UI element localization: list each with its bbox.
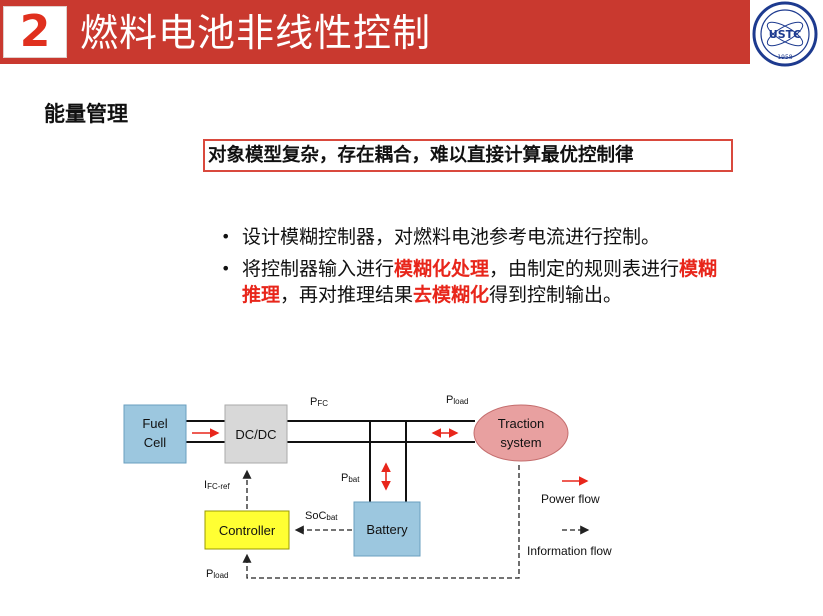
- callout-box: 对象模型复杂，存在耦合，难以直接计算最优控制律: [203, 139, 733, 172]
- highlight-fuzzy-inference: 模糊推理: [242, 258, 718, 306]
- controller-block: [204, 510, 290, 550]
- pload-feedback-label: Pload: [206, 568, 228, 580]
- battery-block: [353, 501, 421, 557]
- fuel-cell-block: [123, 404, 187, 464]
- pfc-label-sub: FC: [317, 399, 328, 408]
- pload-label-main: P: [446, 394, 453, 406]
- bullet-text: ，由制定的规则表进行: [489, 258, 680, 280]
- header-bar: [0, 0, 750, 64]
- bullet-item: • 设计模糊控制器，对燃料电池参考电流进行控制。: [218, 224, 758, 250]
- bullet-text: 将控制器输入进行: [242, 258, 395, 280]
- pload-label-sub: load: [453, 397, 468, 406]
- ifc-ref-label: IFC-ref: [204, 479, 231, 491]
- university-logo-icon: USTC 1958: [752, 1, 818, 67]
- pbat-label-main: P: [341, 472, 348, 484]
- pbat-label-sub: bat: [348, 475, 360, 484]
- pload2-label-main: P: [206, 568, 213, 580]
- legend-power-flow: Power flow: [541, 492, 600, 506]
- highlight-defuzzification: 去模糊化: [413, 284, 490, 306]
- legend-information-flow: Information flow: [527, 544, 612, 558]
- pfc-label: PFC: [310, 396, 328, 408]
- info-line-pload: [242, 465, 520, 579]
- bullet-text: 设计模糊控制器，对燃料电池参考电流进行控制。: [242, 226, 661, 248]
- pfc-label-main: P: [310, 396, 317, 408]
- highlight-fuzzification: 模糊化处理: [394, 258, 490, 280]
- logo-year: 1958: [777, 54, 792, 61]
- pbat-label: Pbat: [341, 472, 360, 484]
- ifc-label-sub: FC-ref: [207, 482, 230, 491]
- pload2-label-sub: load: [213, 571, 228, 580]
- pload-label: Pload: [446, 394, 468, 406]
- section-number: 2: [3, 6, 67, 58]
- dcdc-block: [224, 404, 288, 464]
- ifc-label-main: I: [204, 479, 207, 491]
- bullet-list: • 设计模糊控制器，对燃料电池参考电流进行控制。 • 将控制器输入进行模糊化处理…: [218, 224, 758, 314]
- soc-label: SoCbat: [305, 510, 338, 522]
- fuel-cell-label: Cell: [144, 435, 167, 450]
- bullet-dot-icon: •: [221, 259, 231, 278]
- dcdc-label: DC/DC: [235, 427, 276, 442]
- traction-system-ellipse: [473, 404, 569, 462]
- traction-label: system: [500, 435, 541, 450]
- logo-text: USTC: [769, 28, 801, 41]
- fuel-cell-label: Fuel: [142, 416, 167, 431]
- soc-label-main: SoC: [305, 510, 326, 522]
- traction-label: Traction: [498, 416, 544, 431]
- slide-title: 燃料电池非线性控制: [80, 11, 432, 55]
- section-heading: 能量管理: [44, 102, 128, 126]
- bullet-dot-icon: •: [221, 227, 231, 246]
- battery-label: Battery: [366, 522, 408, 537]
- bullet-text: 得到控制输出。: [489, 284, 623, 306]
- bullet-item: • 将控制器输入进行模糊化处理，由制定的规则表进行模糊推理，再对推理结果去模糊化…: [218, 256, 732, 308]
- energy-management-diagram: Fuel Cell DC/DC Traction system Battery …: [123, 394, 612, 580]
- soc-label-sub: bat: [326, 513, 338, 522]
- bullet-text: ，再对推理结果: [280, 284, 414, 306]
- controller-label: Controller: [219, 523, 276, 538]
